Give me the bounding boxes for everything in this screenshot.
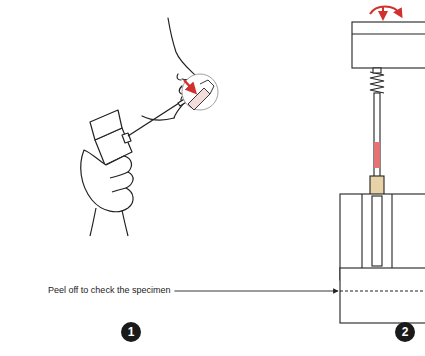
peel-note: Peel off to check the specimen [48, 285, 170, 295]
callout-number: 1 [121, 322, 141, 342]
test-tube-assembly [340, 6, 425, 323]
callout-number: 2 [395, 322, 415, 342]
leader-line [174, 291, 338, 292]
inset-detail [182, 74, 218, 110]
swab-hand [81, 96, 190, 236]
